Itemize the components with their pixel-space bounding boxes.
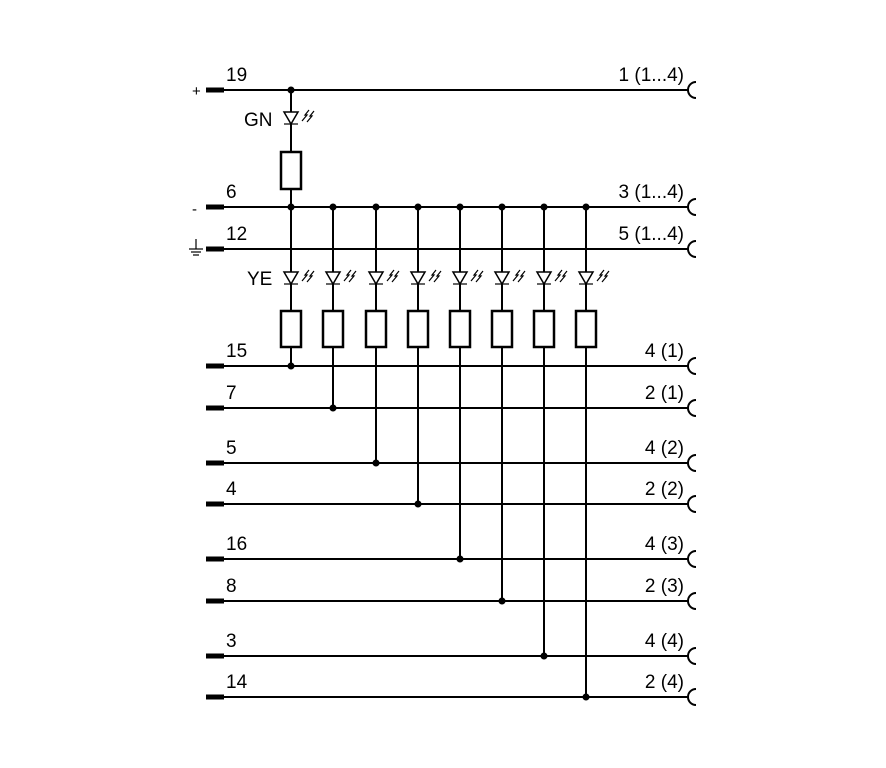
pin-number: 6 [226,182,237,203]
led-icon [367,271,385,286]
junction-dot [582,693,590,701]
terminal-label: 4 (1) [645,341,684,362]
resistor-icon [321,309,345,349]
terminal-label: 4 (3) [645,534,684,555]
led-label-ye: YE [247,269,272,290]
emission-arrow-icon [596,269,605,282]
emission-arrow-icon [512,269,521,282]
emission-arrow-icon [301,109,310,122]
socket-icon [687,454,697,472]
pin-number: 8 [226,576,237,597]
resistor-icon [406,309,430,349]
led-icon [577,271,595,286]
pin-number: 16 [226,534,247,555]
junction-dot [582,203,590,211]
socket-icon [687,550,697,568]
socket-icon [687,357,697,375]
terminal-label: 1 (1...4) [619,65,684,86]
junction-dot [498,203,506,211]
emission-arrow-icon [391,270,400,283]
terminal-label: 2 (1) [645,383,684,404]
junction-dot [414,500,422,508]
led-icon [282,111,300,126]
emission-arrow-icon [301,269,310,282]
junction-dot [329,404,337,412]
terminal-label: 4 (2) [645,438,684,459]
junction-dot [287,86,295,94]
junction-dot [456,203,464,211]
junction-dot [287,203,295,211]
junction-dot [372,203,380,211]
junction-dot [329,203,337,211]
led-icon [451,271,469,286]
terminal-label: 2 (4) [645,672,684,693]
emission-arrow-icon [348,270,357,283]
resistor-icon [574,309,598,349]
led-icon [493,271,511,286]
junction-dot [498,597,506,605]
terminal-label: 5 (1...4) [619,224,684,245]
emission-arrow-icon [554,269,563,282]
emission-arrow-icon [343,269,352,282]
led-icon [409,271,427,286]
socket-icon [687,688,697,706]
plus-symbol: + [192,83,201,100]
junction-dot [540,203,548,211]
emission-arrow-icon [470,269,479,282]
resistor-icon [490,309,514,349]
junction-dot [372,459,380,467]
terminal-label: 4 (4) [645,631,684,652]
minus-symbol: - [192,201,197,218]
led-label-gn: GN [244,110,273,131]
emission-arrow-icon [433,270,442,283]
resistor-icon [532,309,556,349]
led-icon [282,271,300,286]
terminal-label: 2 (2) [645,479,684,500]
resistor-icon [279,150,303,191]
socket-icon [687,647,697,665]
socket-icon [687,81,697,99]
socket-icon [687,399,697,417]
resistor-icon [279,309,303,349]
socket-icon [687,240,697,258]
terminal-label: 2 (3) [645,576,684,597]
junction-dot [456,555,464,563]
socket-icon [687,198,697,216]
wires [206,81,697,706]
pin-number: 5 [226,438,237,459]
pin-number: 12 [226,224,247,245]
emission-arrow-icon [306,270,315,283]
emission-arrow-icon [428,269,437,282]
pin-number: 4 [226,479,237,500]
socket-icon [687,495,697,513]
pin-number: 14 [226,672,248,693]
junction-dot [287,362,295,370]
emission-arrow-icon [475,270,484,283]
labels: GN YE + - 19 1 (1...4) 6 3 (1...4) 12 5 (1...… [192,65,684,693]
terminal-label: 3 (1...4) [619,182,684,203]
emission-arrow-icon [386,269,395,282]
pin-number: 3 [226,631,237,652]
components [189,86,610,701]
pin-number: 15 [226,341,247,362]
emission-arrow-icon [559,270,568,283]
junction-dot [540,652,548,660]
emission-arrow-icon [601,270,610,283]
led-icon [535,271,553,286]
pin-number: 19 [226,65,247,86]
junction-dot [414,203,422,211]
emission-arrow-icon [306,110,315,123]
emission-arrow-icon [517,270,526,283]
led-icon [324,271,342,286]
resistor-icon [364,309,388,349]
resistor-icon [448,309,472,349]
socket-icon [687,592,697,610]
pin-number: 7 [226,383,237,404]
